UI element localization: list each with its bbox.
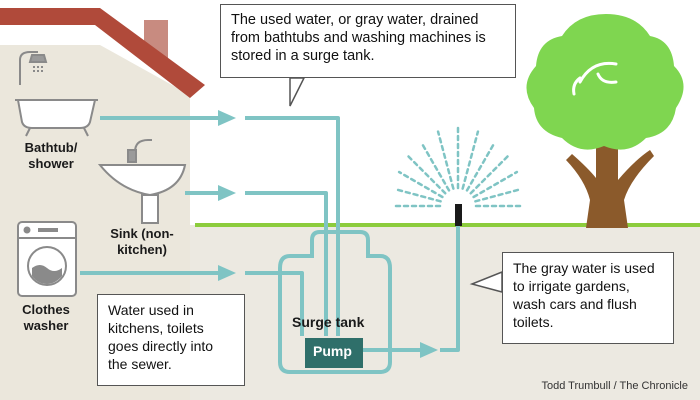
spray-ray (393, 187, 442, 203)
tree-icon (526, 14, 684, 228)
spray-icon (393, 124, 523, 208)
spray-ray (465, 140, 497, 192)
callout-irrigate: The gray water is used to irrigate garde… (502, 252, 674, 344)
pump-box (305, 338, 363, 368)
spray-ray (406, 154, 447, 195)
sink-label: Sink (non-kitchen) (110, 226, 174, 257)
callout-kitchen-sewer: Water used in kitchens, toilets goes dir… (97, 294, 245, 386)
spray-ray (472, 170, 519, 199)
surge-tank-label: Surge tank (292, 314, 365, 330)
grass-line (195, 223, 700, 227)
callout-surge-tank: The used water, or gray water, drained f… (220, 4, 516, 78)
credit-line: Todd Trumbull / The Chronicle (541, 380, 688, 392)
bathtub-icon (15, 51, 98, 137)
bathtub-label: Bathtub/ shower (24, 140, 78, 171)
spray-ray (474, 187, 523, 203)
pipes (80, 116, 460, 352)
spray-ray (419, 140, 451, 192)
sink-icon (97, 139, 187, 224)
surge-tank-outline (278, 230, 392, 374)
callout-pointer-top (289, 77, 306, 107)
washer-icon (17, 221, 77, 297)
sprinkler-head (455, 204, 462, 226)
roof (0, 8, 205, 98)
washer-label: Clothes washer (22, 302, 70, 333)
flow-arrows (218, 110, 438, 358)
pump-label: Pump (313, 343, 352, 359)
spray-ray (469, 154, 510, 195)
spray-ray (461, 130, 480, 190)
spray-ray (397, 170, 444, 199)
spray-ray (436, 130, 455, 190)
